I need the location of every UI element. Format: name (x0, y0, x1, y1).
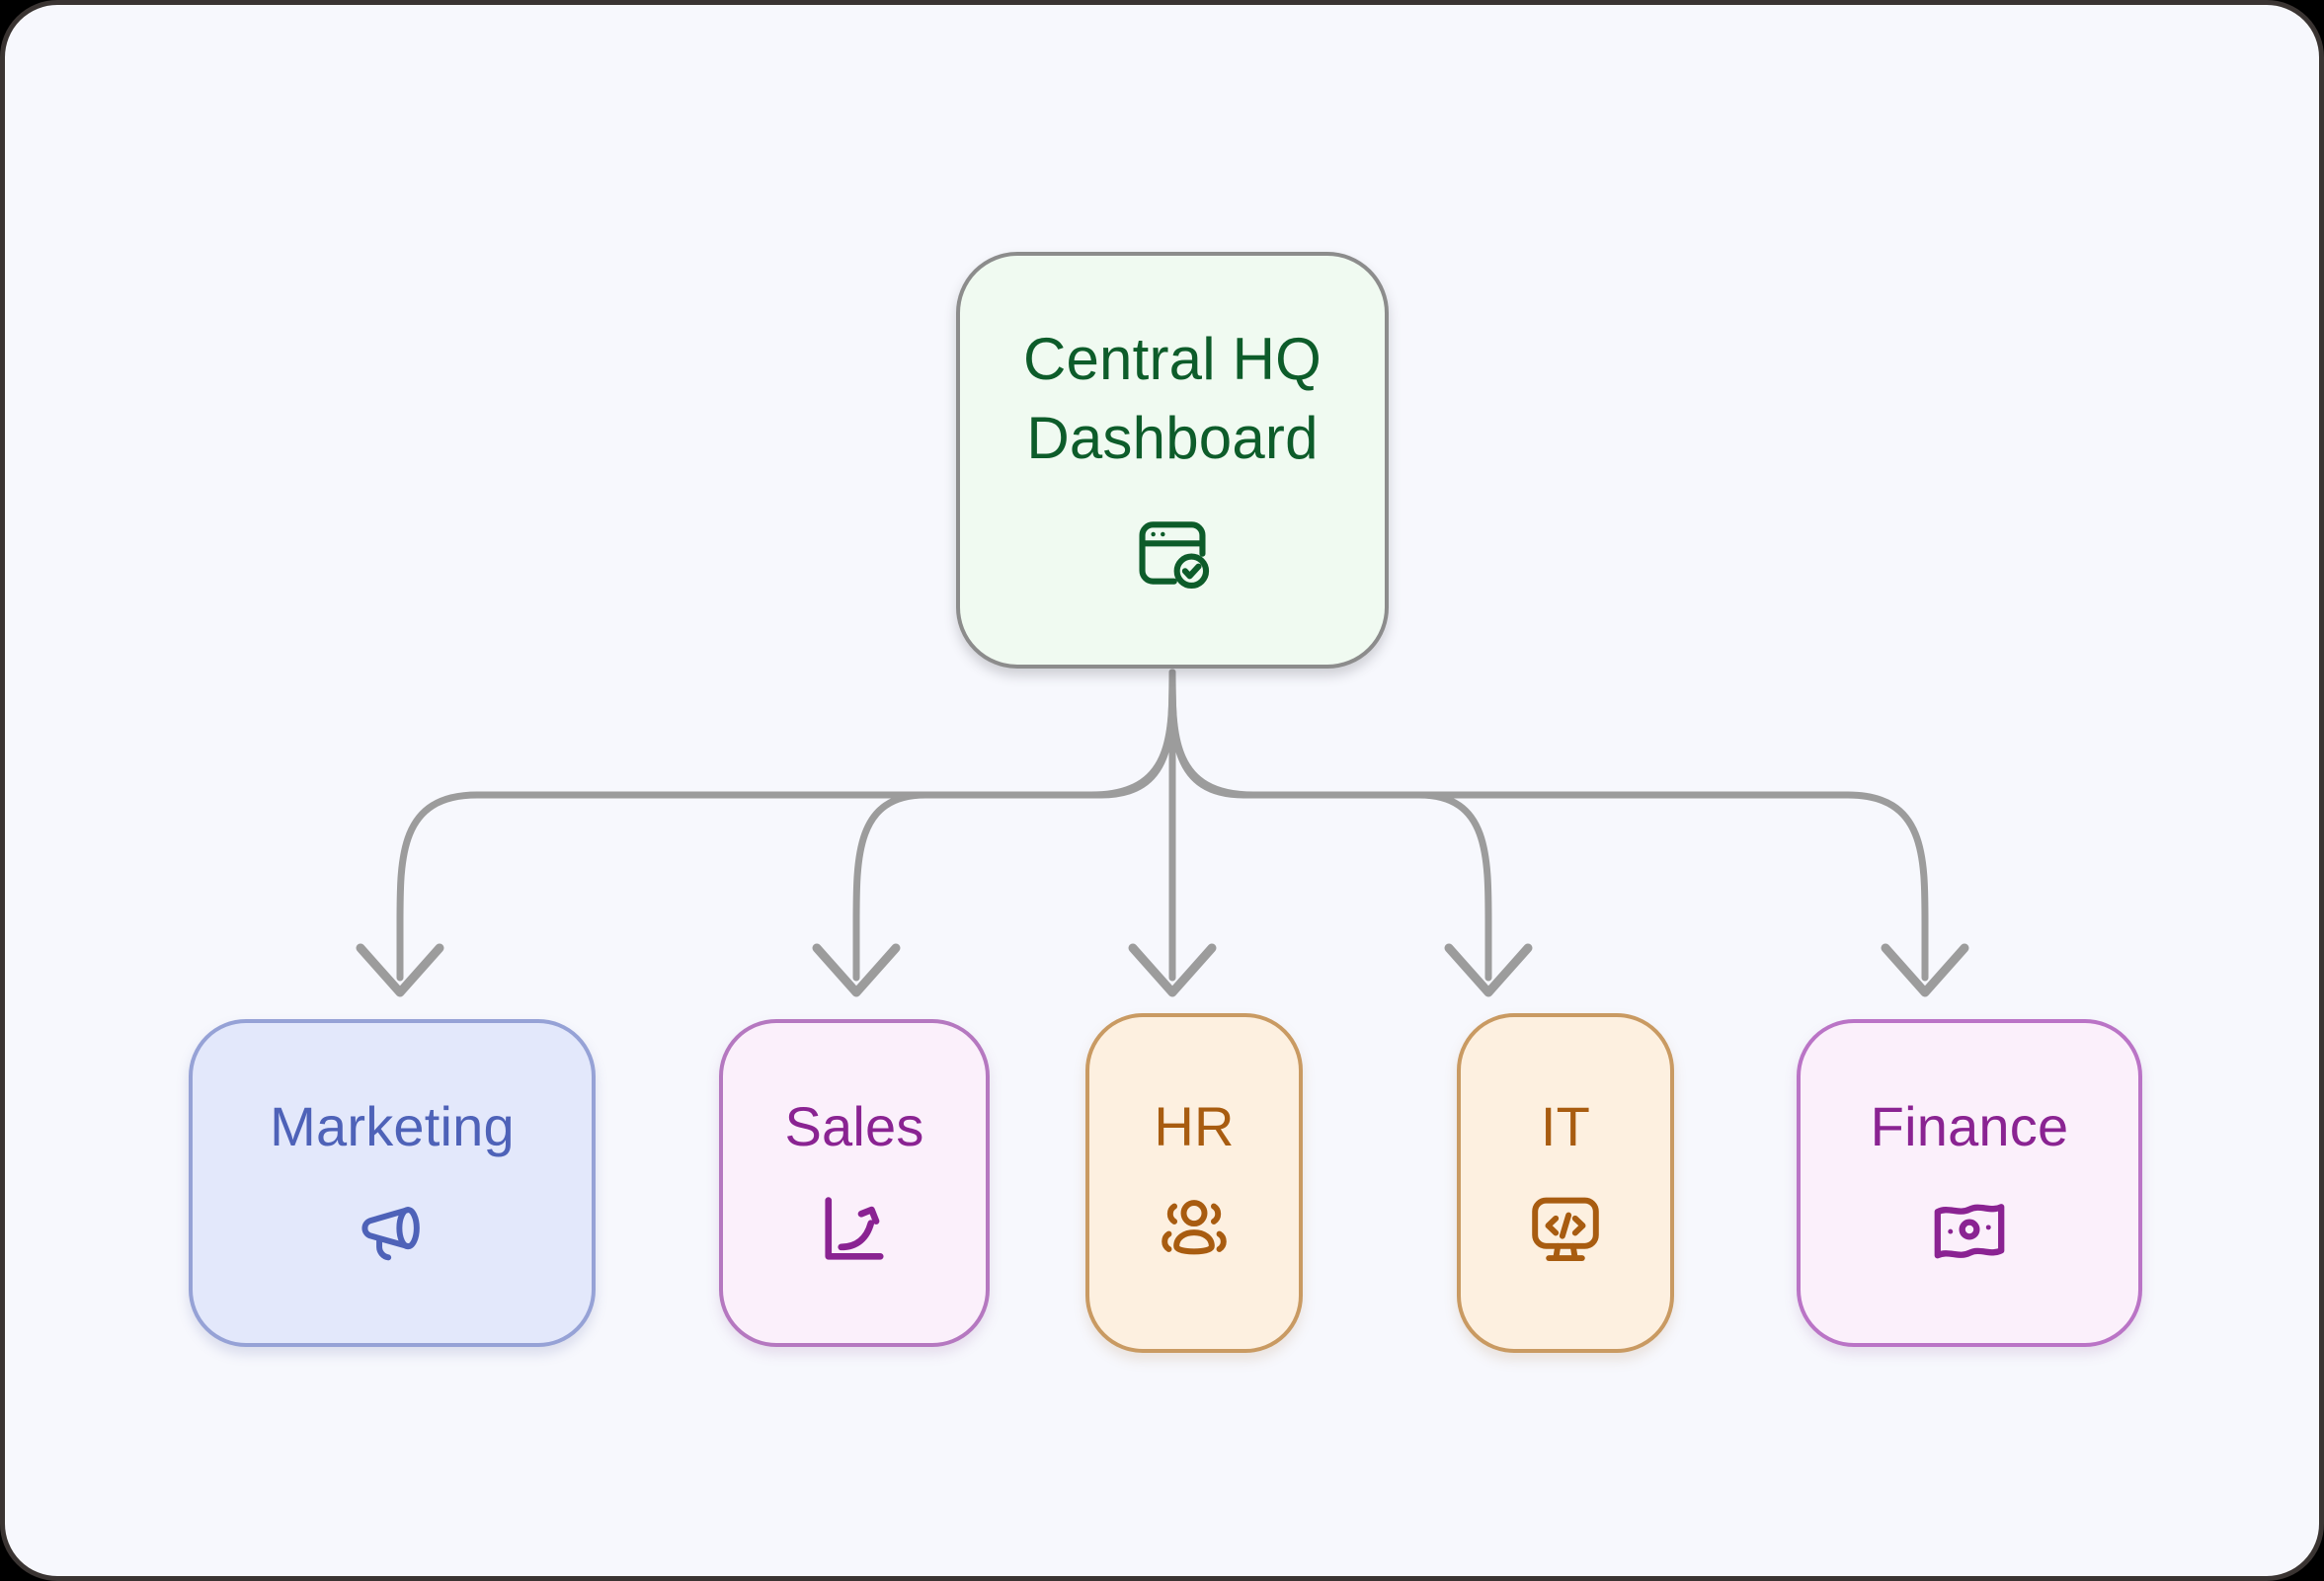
edge-root-hr (1128, 669, 1217, 997)
node-label-root: Central HQ Dashboard (1022, 326, 1322, 471)
node-hr[interactable]: HR (1085, 1013, 1303, 1353)
node-marketing[interactable]: Marketing (189, 1019, 596, 1347)
megaphone-icon (351, 1188, 434, 1276)
users-group-icon (1153, 1188, 1236, 1276)
edge-root-finance (1168, 669, 1969, 997)
browser-check-icon (1130, 511, 1215, 600)
node-finance[interactable]: Finance (1797, 1019, 2142, 1347)
node-it[interactable]: IT (1457, 1013, 1674, 1353)
banknote-icon (1928, 1188, 2011, 1276)
edge-root-marketing (356, 669, 1176, 997)
node-label-sales: Sales (784, 1094, 924, 1157)
edge-root-it (1168, 669, 1533, 997)
node-label-hr: HR (1154, 1094, 1235, 1157)
edge-root-sales (812, 669, 1176, 997)
node-label-marketing: Marketing (270, 1094, 515, 1157)
node-label-it: IT (1540, 1094, 1591, 1157)
trend-up-arrow-icon (813, 1188, 896, 1276)
node-sales[interactable]: Sales (719, 1019, 990, 1347)
code-monitor-icon (1524, 1188, 1607, 1276)
node-central-hq-dashboard[interactable]: Central HQ Dashboard (956, 252, 1389, 669)
node-label-finance: Finance (1870, 1094, 2069, 1157)
